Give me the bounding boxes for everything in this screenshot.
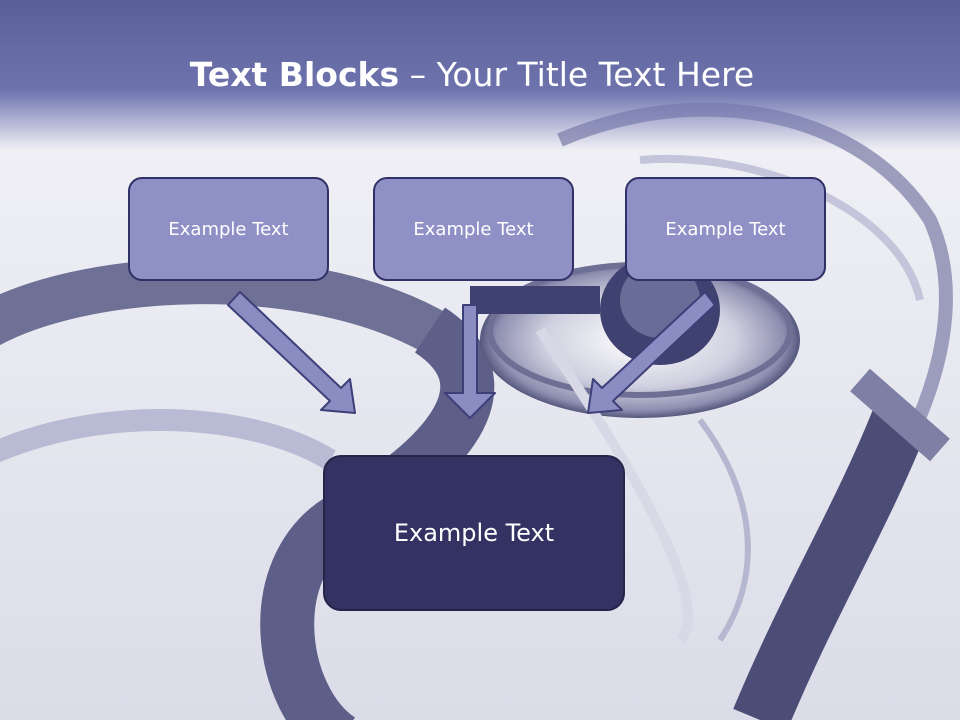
example-text-left-label: Example Text — [168, 218, 289, 240]
title-bold-part: Text Blocks — [189, 55, 400, 94]
title-dash: – — [399, 55, 437, 94]
example-text-right-label: Example Text — [665, 218, 786, 240]
example-text-block-main[interactable]: Example Text — [323, 455, 625, 611]
slide-title: Text Blocks – Your Title Text Here — [0, 52, 944, 98]
example-text-block-right[interactable]: Example Text — [625, 177, 826, 281]
example-text-block-left[interactable]: Example Text — [128, 177, 329, 281]
title-rest-part: Your Title Text Here — [436, 55, 755, 94]
title-band — [0, 0, 960, 150]
right-arrow-shape — [587, 291, 716, 414]
left-arrow-shape — [227, 291, 356, 414]
example-text-main-label: Example Text — [393, 519, 555, 547]
example-text-middle-label: Example Text — [413, 218, 534, 240]
example-text-block-middle[interactable]: Example Text — [373, 177, 574, 281]
middle-arrow-shape — [444, 304, 496, 419]
